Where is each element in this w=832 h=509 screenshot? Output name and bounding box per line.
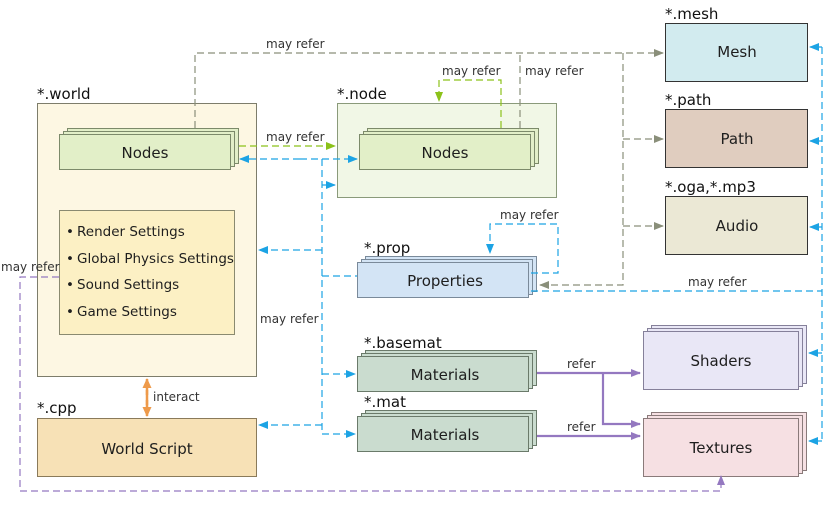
audio-label: Audio: [716, 217, 759, 235]
properties-group: *.prop Properties: [357, 239, 537, 298]
edge-label-may-refer: may refer: [260, 312, 319, 326]
audio-box[interactable]: [665, 196, 808, 255]
bullet: •: [66, 304, 74, 320]
shaders-stack[interactable]: Shaders: [643, 325, 807, 390]
settings-item-label: Render Settings: [77, 224, 185, 240]
properties-label: Properties: [407, 272, 483, 290]
edge-properties-self-reference: may refer: [486, 208, 559, 274]
path-label: Path: [721, 130, 754, 148]
node-nodes-box[interactable]: [359, 134, 531, 170]
audio-group: *.oga,*.mp3 Audio: [665, 178, 808, 255]
path-group: *.path Path: [665, 91, 808, 168]
path-file-label: *.path: [665, 91, 711, 109]
world-file-label: *.world: [37, 85, 91, 103]
edge-label-may-refer: may refer: [1, 260, 60, 274]
settings-item: • Game Settings: [66, 304, 177, 320]
settings-item-label: Sound Settings: [77, 277, 179, 293]
edge-label-may-refer: may refer: [442, 64, 501, 78]
materials-label: Materials: [411, 426, 480, 444]
shaders-box[interactable]: [643, 331, 799, 390]
settings-item: • Sound Settings: [66, 277, 179, 293]
audio-file-label: *.oga,*.mp3: [665, 178, 756, 196]
edge-label-may-refer: may refer: [266, 37, 325, 51]
base-materials-group: *.basemat Materials: [357, 334, 537, 392]
world-nodes-stack[interactable]: Nodes: [59, 128, 239, 170]
world-nodes-box[interactable]: [59, 134, 231, 170]
materials-stack[interactable]: Materials: [357, 410, 537, 452]
node-nodes-stack[interactable]: Nodes: [359, 128, 539, 170]
world-nodes-label: Nodes: [122, 144, 169, 162]
settings-list: • Render Settings • Global Physics Setti…: [66, 224, 234, 320]
base-materials-box[interactable]: [357, 356, 529, 392]
mesh-box[interactable]: [665, 23, 808, 82]
world-script-group: *.cpp World Script: [37, 399, 257, 477]
mat-file-label: *.mat: [364, 393, 406, 411]
edge-resource-trunk: [539, 53, 664, 289]
edge-world-nodes-to-node-file: may refer: [239, 130, 336, 150]
mesh-label: Mesh: [717, 43, 757, 61]
mesh-file-label: *.mesh: [665, 5, 718, 23]
node-nodes-label: Nodes: [422, 144, 469, 162]
basemat-file-label: *.basemat: [364, 334, 442, 352]
edge-label-refer: refer: [567, 420, 596, 434]
world-file-group: *.world Nodes • Render Settings • Global…: [37, 85, 257, 377]
world-script-box[interactable]: [37, 418, 257, 477]
settings-item: • Global Physics Settings: [66, 251, 234, 267]
edge-settings-to-textures: may refer: [1, 260, 725, 492]
textures-stack[interactable]: Textures: [643, 412, 807, 477]
prop-file-label: *.prop: [364, 239, 410, 257]
edge-basemat-to-shaders: refer: [537, 357, 641, 428]
path-box[interactable]: [665, 109, 808, 168]
edge-label-may-refer: may refer: [500, 208, 559, 222]
materials-box[interactable]: [357, 416, 529, 452]
edge-node-self-reference: may refer: [435, 64, 502, 128]
mesh-group: *.mesh Mesh: [665, 5, 808, 82]
base-materials-label: Materials: [411, 366, 480, 384]
edge-label-may-refer: may refer: [266, 130, 325, 144]
shaders-label: Shaders: [691, 352, 752, 370]
base-materials-stack[interactable]: Materials: [357, 350, 537, 392]
world-script-label: World Script: [101, 440, 192, 458]
edge-label-may-refer: may refer: [688, 275, 747, 289]
settings-item-label: Global Physics Settings: [77, 251, 234, 267]
settings-item: • Render Settings: [66, 224, 185, 240]
edge-label-interact: interact: [153, 390, 200, 404]
edge-node-nodes-to-resources: may refer: [519, 53, 584, 128]
cpp-file-label: *.cpp: [37, 399, 77, 417]
settings-item-label: Game Settings: [77, 304, 177, 320]
world-settings-box[interactable]: • Render Settings • Global Physics Setti…: [59, 210, 235, 335]
node-file-group: *.node Nodes: [337, 85, 557, 198]
edge-properties-to-resources: may refer: [531, 43, 823, 445]
bullet: •: [66, 224, 74, 240]
edge-label-refer: refer: [567, 357, 596, 371]
edge-mat-to-textures: refer: [537, 420, 641, 440]
properties-stack[interactable]: Properties: [357, 256, 537, 298]
materials-group: *.mat Materials: [357, 393, 537, 452]
edge-label-may-refer: may refer: [525, 64, 584, 78]
edge-world-script-interact: interact: [142, 378, 200, 417]
textures-label: Textures: [689, 439, 753, 457]
edge-blue-bus: may refer: [258, 159, 357, 438]
properties-box[interactable]: [357, 262, 529, 298]
bullet: •: [66, 251, 74, 267]
bullet: •: [66, 277, 74, 293]
edge-world-nodes-to-resources: may refer: [194, 37, 664, 128]
node-file-label: *.node: [337, 85, 387, 103]
